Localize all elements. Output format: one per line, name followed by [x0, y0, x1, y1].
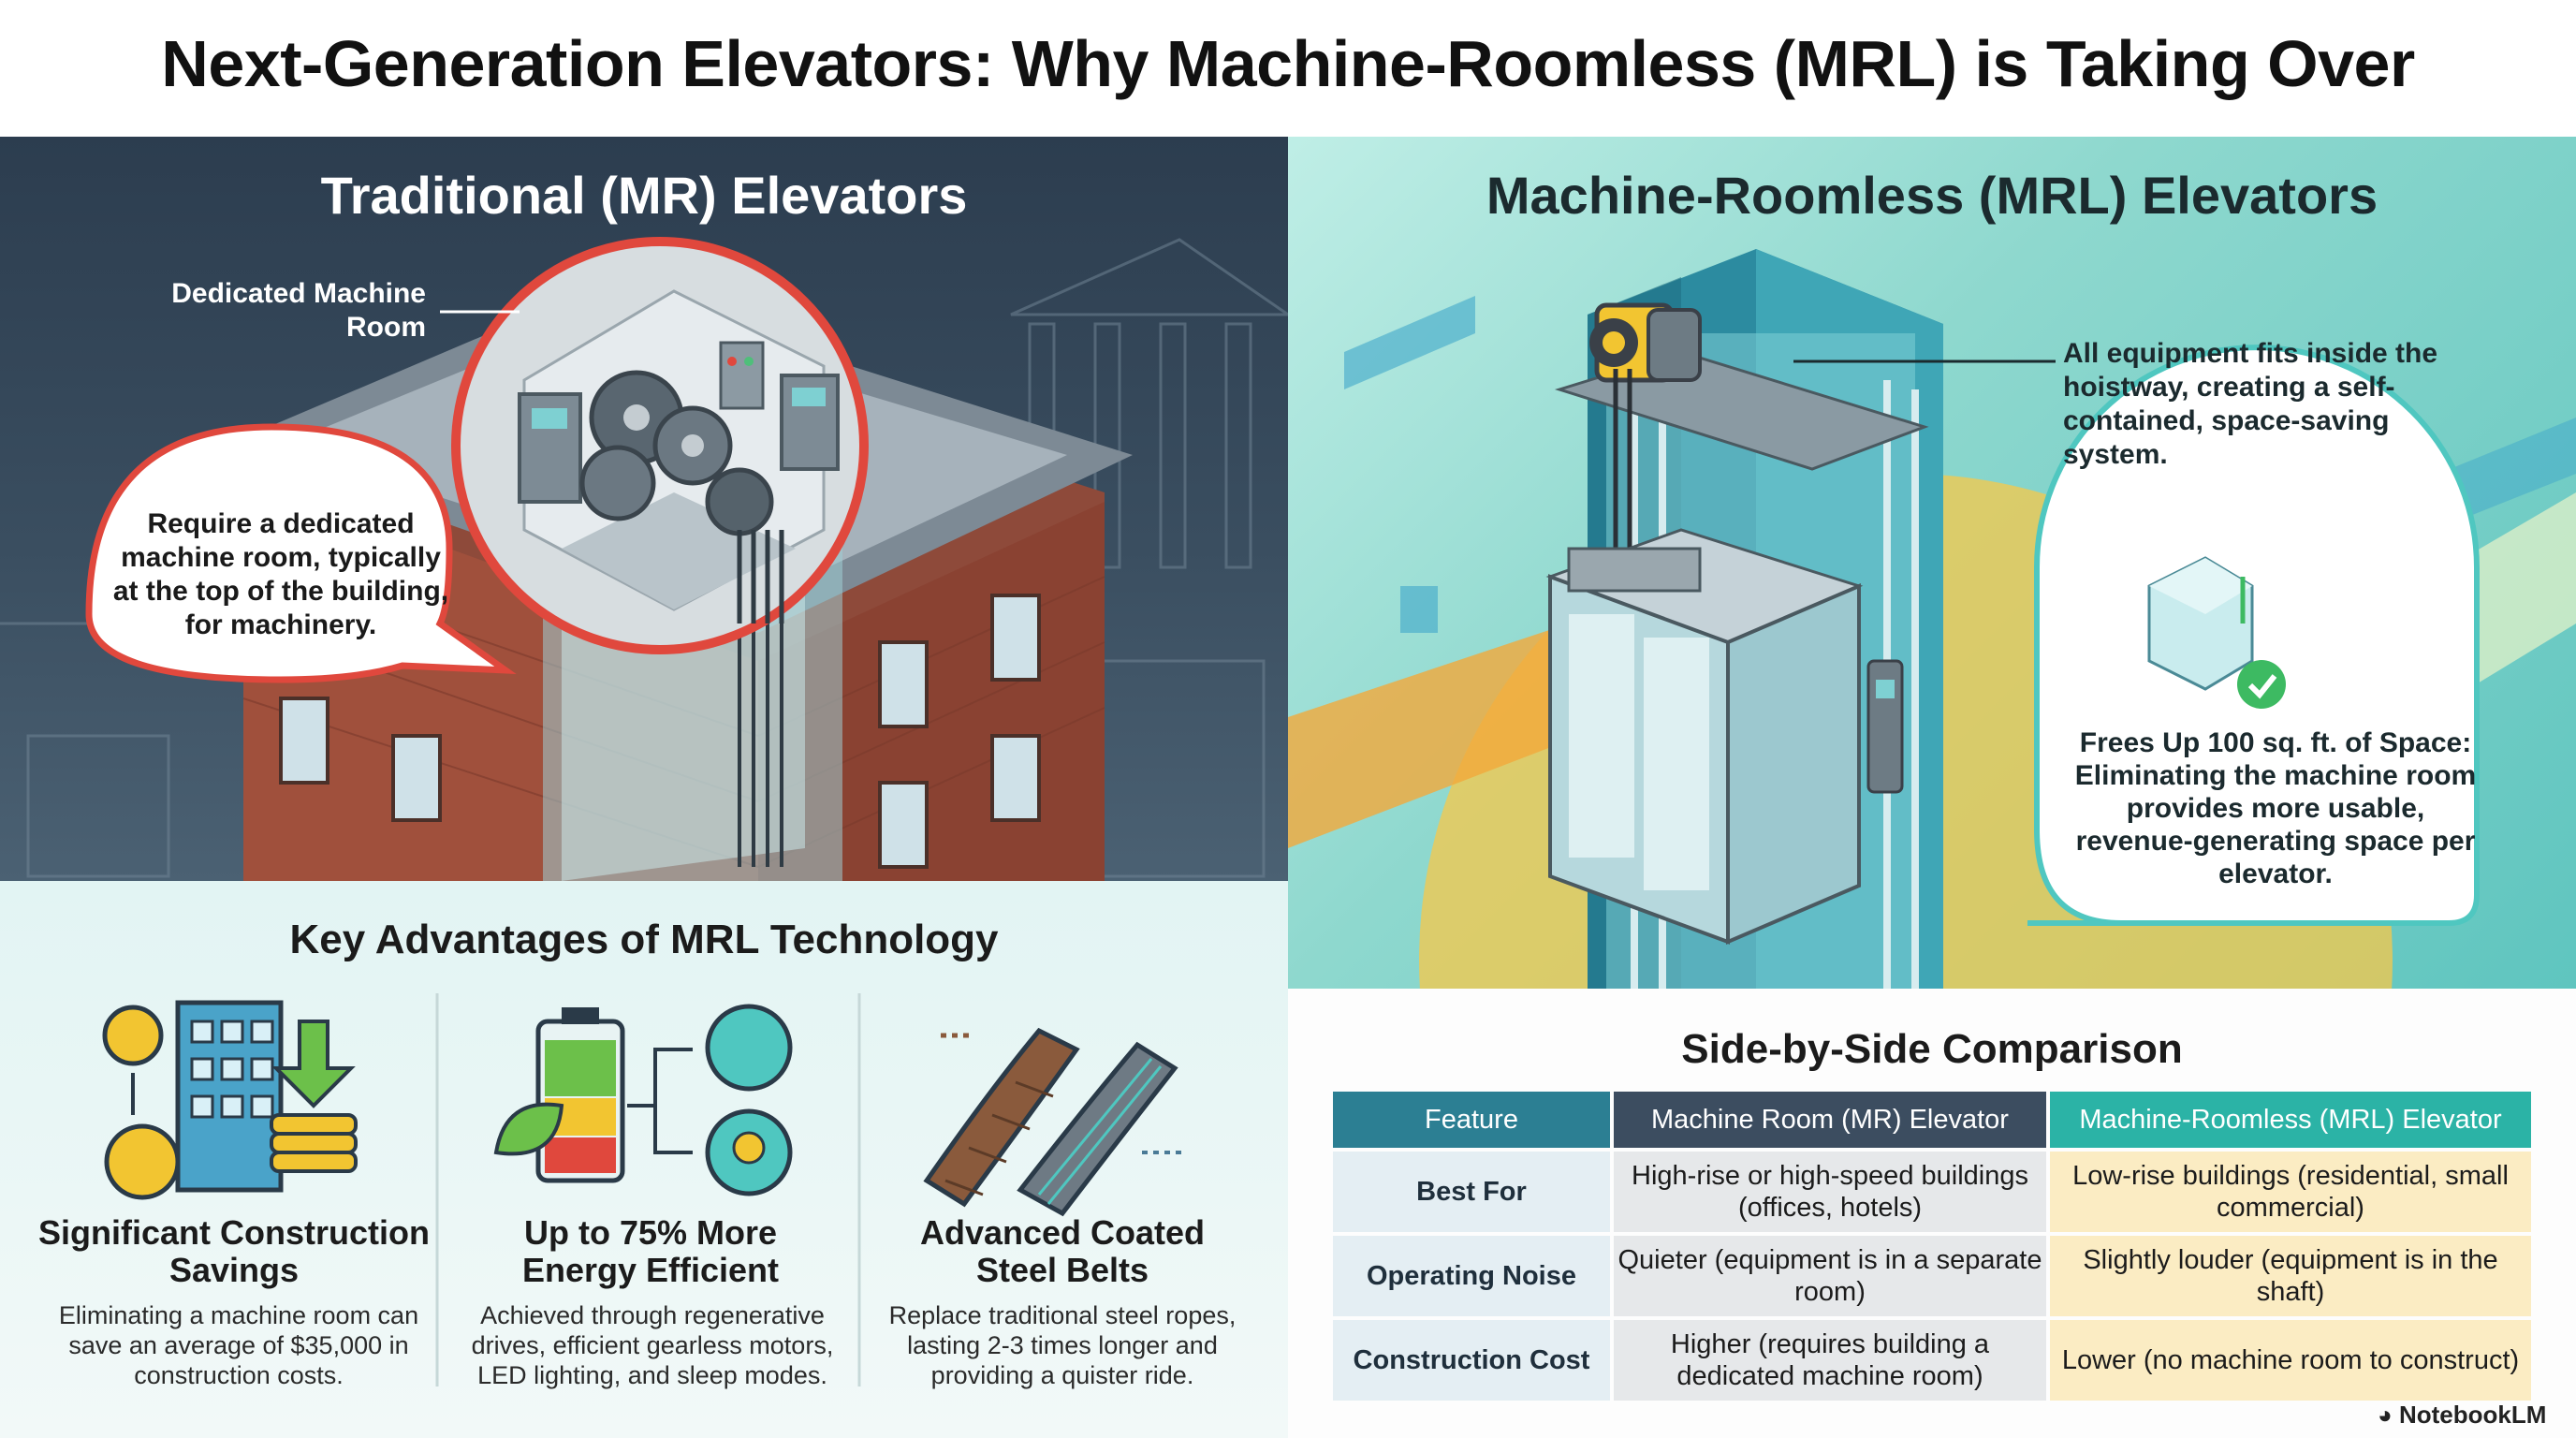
- table-cell-mrl: Low-rise buildings (residential, small c…: [2050, 1152, 2531, 1232]
- mr-callout-text: Require a dedicated machine room, typica…: [112, 508, 449, 640]
- table-cell-mrl: Lower (no machine room to construct): [2050, 1320, 2531, 1401]
- mr-building-illustration: [0, 237, 1288, 881]
- mrl-space-savings-text: Frees Up 100 sq. ft. of Space: Eliminati…: [2074, 727, 2477, 889]
- advantage-description: Replace traditional steel ropes, lasting…: [888, 1301, 1237, 1389]
- advantage-description: Achieved through regenerative drives, ef…: [471, 1301, 834, 1389]
- table-cell-mr: High-rise or high-speed buildings (offic…: [1614, 1152, 2046, 1232]
- steel-belt-icon: [923, 1027, 1184, 1217]
- table-row-feature: Construction Cost: [1333, 1320, 1610, 1401]
- advantage-title: Advanced Coated Steel Belts: [919, 1213, 1206, 1289]
- advantage-title: Up to 75% More Energy Efficient: [521, 1213, 780, 1289]
- mrl-hoistway-text: All equipment fits inside the hoistway, …: [2063, 338, 2438, 470]
- table-header-mrl: Machine-Roomless (MRL) Elevator: [2050, 1092, 2531, 1148]
- mr-panel: Traditional (MR) Elevators Dedicated Mac…: [0, 137, 1288, 881]
- table-header-feature: Feature: [1333, 1092, 1610, 1148]
- battery-energy-icon: [493, 1004, 793, 1196]
- table-cell-mr: Quieter (equipment is in a separate room…: [1614, 1236, 2046, 1316]
- comparison-panel: Side-by-Side Comparison Feature Machine …: [1288, 989, 2576, 1438]
- advantages-panel: Key Advantages of MRL Technology: [0, 881, 1288, 1438]
- advantage-title: Significant Construction Savings: [38, 1213, 430, 1289]
- table-row-feature: Best For: [1333, 1152, 1610, 1232]
- advantages-heading: Key Advantages of MRL Technology: [289, 917, 999, 962]
- table-row-feature: Operating Noise: [1333, 1236, 1610, 1316]
- advantage-description: Eliminating a machine room can save an a…: [58, 1301, 419, 1389]
- mrl-heading: Machine-Roomless (MRL) Elevators: [1486, 166, 2378, 225]
- advantages-icons: [102, 993, 1184, 1387]
- brand-name: NotebookLM: [2398, 1401, 2547, 1429]
- table-header-mr: Machine Room (MR) Elevator: [1614, 1092, 2046, 1148]
- table-cell-mrl: Slightly louder (equipment is in the sha…: [2050, 1236, 2531, 1316]
- table-cell-mr: Higher (requires building a dedicated ma…: [1614, 1320, 2046, 1401]
- page-title: Next-Generation Elevators: Why Machine-R…: [161, 27, 2415, 100]
- mrl-panel: Machine-Roomless (MRL) Elevators All equ…: [1288, 137, 2576, 989]
- building-savings-icon: [102, 1000, 358, 1200]
- notebooklm-logo-icon: ◕: [2378, 1401, 2399, 1429]
- mrl-shaft-illustration: [1288, 249, 2576, 989]
- machine-room-label: Dedicated Machine Room: [171, 278, 426, 343]
- comparison-heading: Side-by-Side Comparison: [1681, 1026, 2183, 1072]
- title-bar: [0, 0, 2576, 137]
- brand-watermark: ◕ NotebookLM: [2378, 1401, 2546, 1430]
- mr-heading: Traditional (MR) Elevators: [320, 166, 968, 225]
